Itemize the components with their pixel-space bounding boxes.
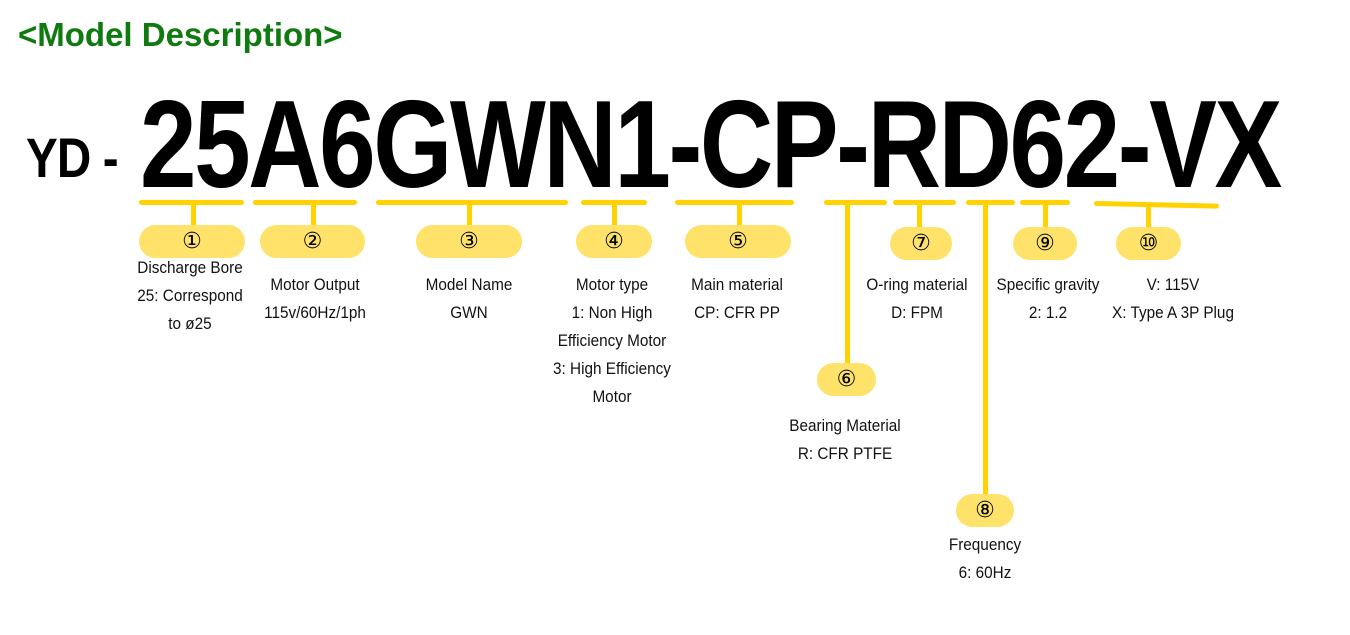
- description-4: Motor type 1: Non High Efficiency Motor …: [540, 271, 684, 411]
- badge-6-number: ⑥: [836, 367, 857, 392]
- connector-9: [1043, 203, 1048, 229]
- description-4-line-5: Motor: [592, 387, 632, 406]
- connector-5: [737, 203, 742, 227]
- connector-7: [917, 203, 922, 229]
- underline-5: [675, 200, 794, 205]
- description-4-line-2: 1: Non High: [571, 303, 653, 322]
- badge-1-number: ①: [182, 229, 202, 254]
- description-4-line-1: Motor type: [575, 275, 649, 294]
- badge-8: ⑧: [956, 494, 1014, 527]
- description-5: Main material CP: CFR PP: [670, 271, 805, 327]
- description-1-line-2: 25: Correspond: [137, 286, 243, 305]
- badge-4-number: ④: [604, 229, 624, 254]
- description-1-line-1: Discharge Bore: [137, 258, 243, 277]
- underline-8: [966, 200, 1015, 205]
- badge-5: ⑤: [685, 225, 791, 258]
- connector-10: [1146, 205, 1151, 229]
- badge-5-number: ⑤: [728, 229, 748, 254]
- description-3-line-1: Model Name: [425, 275, 513, 294]
- connector-2: [311, 203, 316, 227]
- badge-9-number: ⑨: [1035, 231, 1055, 256]
- description-2: Motor Output 115v/60Hz/1ph: [248, 271, 383, 327]
- model-code: 25A6GWN1-CP-RD62-VX: [140, 76, 1282, 214]
- underline-6: [824, 200, 887, 205]
- badge-7: ⑦: [890, 227, 952, 260]
- underline-4: [581, 200, 647, 205]
- description-9: Specific gravity 2: 1.2: [976, 271, 1120, 327]
- underline-2: [253, 200, 357, 205]
- badge-8-number: ⑧: [975, 498, 995, 523]
- badge-3: ③: [416, 225, 522, 258]
- description-8: Frequency 6: 60Hz: [918, 531, 1053, 587]
- description-6: Bearing Material R: CFR PTFE: [778, 412, 913, 468]
- badge-2: ②: [260, 225, 365, 258]
- underline-7: [893, 200, 956, 205]
- connector-3: [467, 203, 472, 227]
- section-title: <Model Description>: [18, 16, 343, 53]
- description-5-line-1: Main material: [691, 275, 783, 294]
- badge-6: ⑥: [817, 363, 876, 396]
- model-prefix: YD -: [26, 126, 119, 189]
- badge-4: ④: [576, 225, 652, 258]
- description-8-line-2: 6: 60Hz: [958, 563, 1012, 582]
- underline-1: [139, 200, 244, 205]
- description-2-line-1: Motor Output: [270, 275, 360, 294]
- description-4-line-4: 3: High Efficiency: [553, 359, 671, 378]
- underline-3: [376, 200, 568, 205]
- description-1: Discharge Bore 25: Correspond to ø25: [123, 254, 258, 338]
- badge-3-number: ③: [459, 229, 479, 254]
- connector-4: [612, 203, 617, 227]
- description-6-line-1: Bearing Material: [789, 416, 901, 435]
- description-6-line-2: R: CFR PTFE: [797, 444, 893, 463]
- description-8-line-1: Frequency: [948, 535, 1022, 554]
- badge-7-number: ⑦: [911, 231, 931, 256]
- description-1-line-3: to ø25: [168, 314, 212, 333]
- connector-1: [191, 203, 196, 227]
- connector-6: [845, 203, 850, 365]
- description-3-line-2: GWN: [450, 303, 488, 322]
- description-9-line-1: Specific gravity: [996, 275, 1100, 294]
- description-10: V: 115V X: Type A 3P Plug: [1101, 271, 1245, 327]
- badge-2-number: ②: [302, 229, 323, 254]
- description-10-line-1: V: 115V: [1146, 275, 1200, 294]
- description-10-line-2: X: Type A 3P Plug: [1112, 303, 1234, 322]
- description-2-line-2: 115v/60Hz/1ph: [264, 303, 366, 322]
- badge-10-number: ⑩: [1138, 231, 1159, 256]
- badge-9: ⑨: [1013, 227, 1077, 260]
- underline-9: [1020, 200, 1070, 205]
- connector-8: [983, 203, 988, 496]
- description-9-line-2: 2: 1.2: [1028, 303, 1068, 322]
- badge-10: ⑩: [1116, 227, 1181, 260]
- description-7-line-1: O-ring material: [866, 275, 968, 294]
- description-3: Model Name GWN: [402, 271, 537, 327]
- description-4-line-3: Efficiency Motor: [557, 331, 667, 350]
- description-5-line-2: CP: CFR PP: [694, 303, 780, 322]
- description-7: O-ring material D: FPM: [850, 271, 985, 327]
- description-7-line-2: D: FPM: [891, 303, 943, 322]
- badge-1: ①: [139, 225, 245, 258]
